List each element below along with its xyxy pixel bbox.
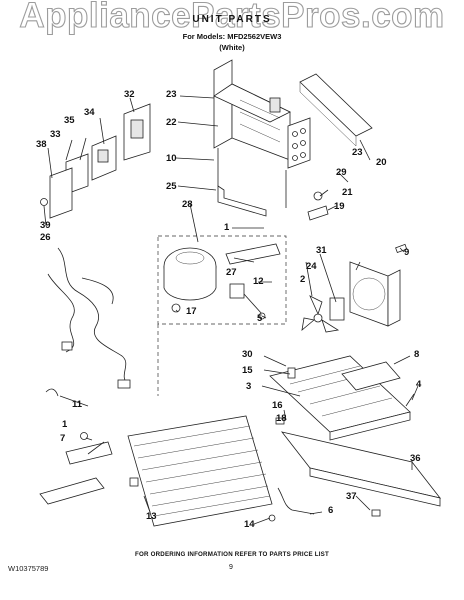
callout-17: 17 xyxy=(186,306,197,317)
upper-mounting-bracket xyxy=(213,59,291,161)
control-mounting-plate xyxy=(123,103,151,161)
electronic-control-board xyxy=(91,135,117,181)
callout-11: 11 xyxy=(72,399,83,410)
compressor xyxy=(163,247,217,301)
condenser-coil xyxy=(127,415,273,527)
harness-bracket xyxy=(39,477,105,505)
callout-3: 3 xyxy=(246,381,252,392)
machine-compartment-base xyxy=(269,355,411,441)
callout-2: 2 xyxy=(300,274,306,285)
callout-25: 25 xyxy=(166,181,177,192)
document-number: W10375789 xyxy=(8,564,49,573)
callout-30: 30 xyxy=(242,349,253,360)
callout-1-center: 1 xyxy=(224,222,230,233)
callout-29: 29 xyxy=(336,167,347,178)
fan-blade xyxy=(301,295,340,333)
callout-21: 21 xyxy=(342,187,353,198)
callout-37: 37 xyxy=(346,491,357,502)
callout-28: 28 xyxy=(182,199,193,210)
fan-shroud xyxy=(349,261,401,327)
tubing-clip xyxy=(45,388,59,397)
callout-4: 4 xyxy=(416,379,422,390)
rear-access-cover xyxy=(280,431,442,507)
air-duct-channel xyxy=(299,73,373,137)
models-line: For Models: MFD2562VEW3 xyxy=(182,32,282,41)
callout-23-right: 23 xyxy=(352,147,363,158)
watermark-logo: AppliancePartsPros.com xyxy=(19,0,445,36)
callout-10: 10 xyxy=(166,153,177,164)
callout-35: 35 xyxy=(64,115,75,126)
drain-fitting xyxy=(307,205,329,221)
drain-pan-support xyxy=(341,361,401,391)
callout-5: 5 xyxy=(257,313,263,324)
callout-18: 18 xyxy=(276,413,287,424)
condenser-tube xyxy=(225,243,281,265)
callout-15: 15 xyxy=(242,365,253,376)
callout-leaders xyxy=(43,95,419,525)
callout-6: 6 xyxy=(328,505,334,516)
callout-22: 22 xyxy=(166,117,177,128)
wire-clip xyxy=(277,487,315,515)
callout-32: 32 xyxy=(124,89,135,100)
callout-38: 38 xyxy=(36,139,47,150)
callout-12: 12 xyxy=(253,276,264,287)
callout-33: 33 xyxy=(50,129,61,140)
callout-27: 27 xyxy=(226,267,237,278)
callout-24: 24 xyxy=(306,261,317,272)
callout-14: 14 xyxy=(244,519,255,530)
callout-39: 39 xyxy=(40,220,51,231)
callout-9: 9 xyxy=(404,247,410,258)
color-line: (White) xyxy=(219,43,245,52)
callout-34: 34 xyxy=(84,107,95,118)
callout-20: 20 xyxy=(376,157,387,168)
callout-23-top: 23 xyxy=(166,89,177,100)
shield-panel xyxy=(49,167,73,219)
callout-8: 8 xyxy=(414,349,420,360)
page-number: 9 xyxy=(229,564,233,571)
callout-7: 7 xyxy=(60,433,66,444)
wiring-harness xyxy=(47,247,129,385)
terminal-block xyxy=(287,117,311,169)
fan-motor xyxy=(329,297,345,321)
callout-16: 16 xyxy=(272,400,283,411)
rod-bracket xyxy=(217,185,267,217)
ordering-note: FOR ORDERING INFORMATION REFER TO PARTS … xyxy=(135,551,329,558)
callout-31: 31 xyxy=(316,245,327,256)
callout-19: 19 xyxy=(334,201,345,212)
diagram-title: UNIT PARTS xyxy=(192,14,272,25)
callout-26: 26 xyxy=(40,232,51,243)
callout-1-left: 1 xyxy=(62,419,68,430)
callout-13: 13 xyxy=(146,511,157,522)
callout-36: 36 xyxy=(410,453,421,464)
